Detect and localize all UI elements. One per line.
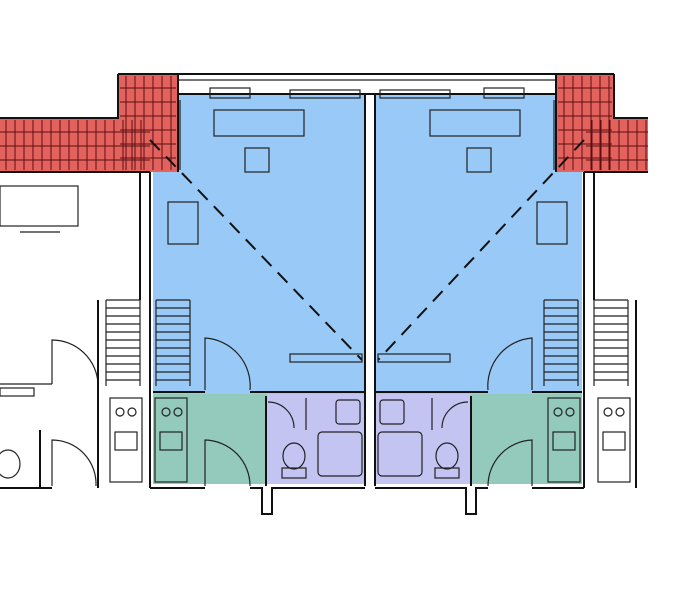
table-left-a	[244, 147, 270, 173]
stairs	[105, 299, 629, 386]
living-room-right	[375, 94, 582, 394]
sight-line-left	[149, 139, 363, 361]
walls	[0, 73, 648, 515]
roof-overhang-right-lower	[586, 118, 648, 172]
sink-left	[335, 399, 361, 425]
table-left-b	[167, 201, 199, 245]
furniture	[0, 109, 637, 489]
kitchen-left	[153, 394, 267, 484]
roof-hatching	[0, 76, 648, 170]
roof-overhang-left-lower	[0, 118, 150, 172]
table-right-a	[466, 147, 492, 173]
kitchen-counter-left	[154, 397, 188, 483]
toilet-right	[435, 442, 459, 470]
kitchen-counter-right	[547, 397, 581, 483]
sight-line-right	[377, 139, 585, 361]
windows	[179, 87, 555, 170]
table-right-b	[536, 201, 568, 245]
shower-right	[377, 431, 423, 477]
bathroom-left	[267, 394, 365, 484]
sink-right	[379, 399, 405, 425]
shower-left	[317, 431, 363, 477]
doors	[51, 337, 533, 487]
living-room-left	[153, 94, 365, 394]
kitchen-right	[470, 394, 582, 484]
toilet-left	[282, 442, 306, 470]
